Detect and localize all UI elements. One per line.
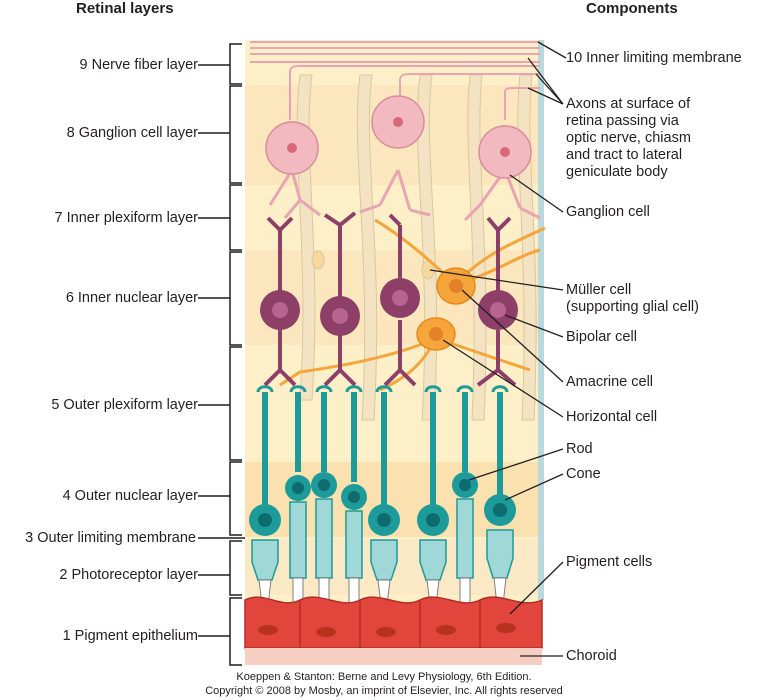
credit-line-1: Koeppen & Stanton: Berne and Levy Physio… [236,671,532,683]
rod-label: Rod [566,441,593,457]
choroid-label: Choroid [566,648,617,664]
layer-9-label: 9 Nerve fiber layer [79,57,198,73]
amacrine-cell-label: Amacrine cell [566,374,654,390]
photoreceptors [249,385,516,606]
bipolar-cell-label: Bipolar cell [566,329,637,345]
leader-lines [429,41,567,657]
layer-4-label: 4 Outer nuclear layer [62,488,198,504]
layer-3-label: 3 Outer limiting membrane [25,530,196,546]
layer-brackets [198,43,245,666]
cone-label: Cone [566,466,601,482]
inner-limiting-membrane-label: 10 Inner limiting membrane [566,50,742,66]
retinal-layers-header: Retinal layers [76,0,174,17]
components-header: Components [586,0,678,17]
pigment-epithelium [244,596,543,665]
axons-label-line-1: Axons at surface of [566,96,691,112]
layer-5-label: 5 Outer plexiform layer [51,397,198,413]
axons-label-line-2: retina passing via [566,113,679,129]
ganglion-cell-label: Ganglion cell [566,204,650,220]
pigment-cells-label: Pigment cells [566,554,653,570]
muller-cell-label: Müller cell [566,282,632,298]
amacrine-horizontal-cells [279,218,546,392]
muller-cell-sublabel: (supporting glial cell) [566,299,699,315]
layer-6-label: 6 Inner nuclear layer [65,290,198,306]
horizontal-cell-label: Horizontal cell [566,409,658,425]
bipolar-cells [260,211,518,387]
layer-1-label: 1 Pigment epithelium [62,628,198,644]
layer-8-label: 8 Ganglion cell layer [66,125,198,141]
ganglion-cells [265,95,541,222]
credit-line-2: Copyright © 2008 by Mosby, an imprint of… [205,685,563,697]
layer-2-label: 2 Photoreceptor layer [59,567,198,583]
layer-7-label: 7 Inner plexiform layer [54,210,198,226]
axons-label-line-3: optic nerve, chiasm [566,130,691,146]
axons-label-line-4: and tract to lateral [566,147,683,163]
axons-label-line-5: geniculate body [566,164,668,180]
nerve-fiber-layer [250,41,540,120]
